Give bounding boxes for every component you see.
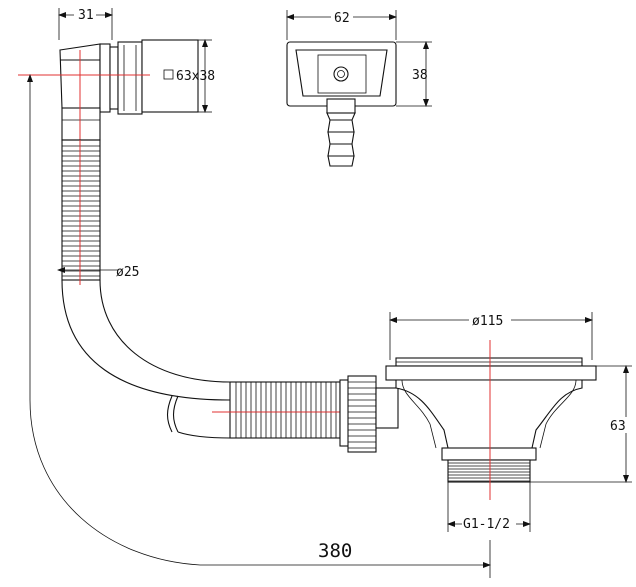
hose-nut xyxy=(339,375,399,453)
basket-height-label: 63 xyxy=(610,419,626,434)
overall-length-dimension: 380 xyxy=(27,74,491,578)
hose-diameter-label: ø25 xyxy=(116,265,139,280)
plate-height-label: 38 xyxy=(412,68,428,83)
basket-strainer: ø115 63 G1-1/2 xyxy=(385,312,632,532)
overflow-plate: 62 38 xyxy=(286,10,432,167)
box-size-label: 63x38 xyxy=(176,69,215,84)
overflow-elbow: 31 63x38 xyxy=(18,8,215,141)
thread-size-label: G1-1/2 xyxy=(463,517,510,532)
basket-diameter-label: ø115 xyxy=(472,314,503,329)
elbow-width-label: 31 xyxy=(78,8,94,23)
plate-width-label: 62 xyxy=(334,11,350,26)
total-length-label: 380 xyxy=(318,540,352,562)
